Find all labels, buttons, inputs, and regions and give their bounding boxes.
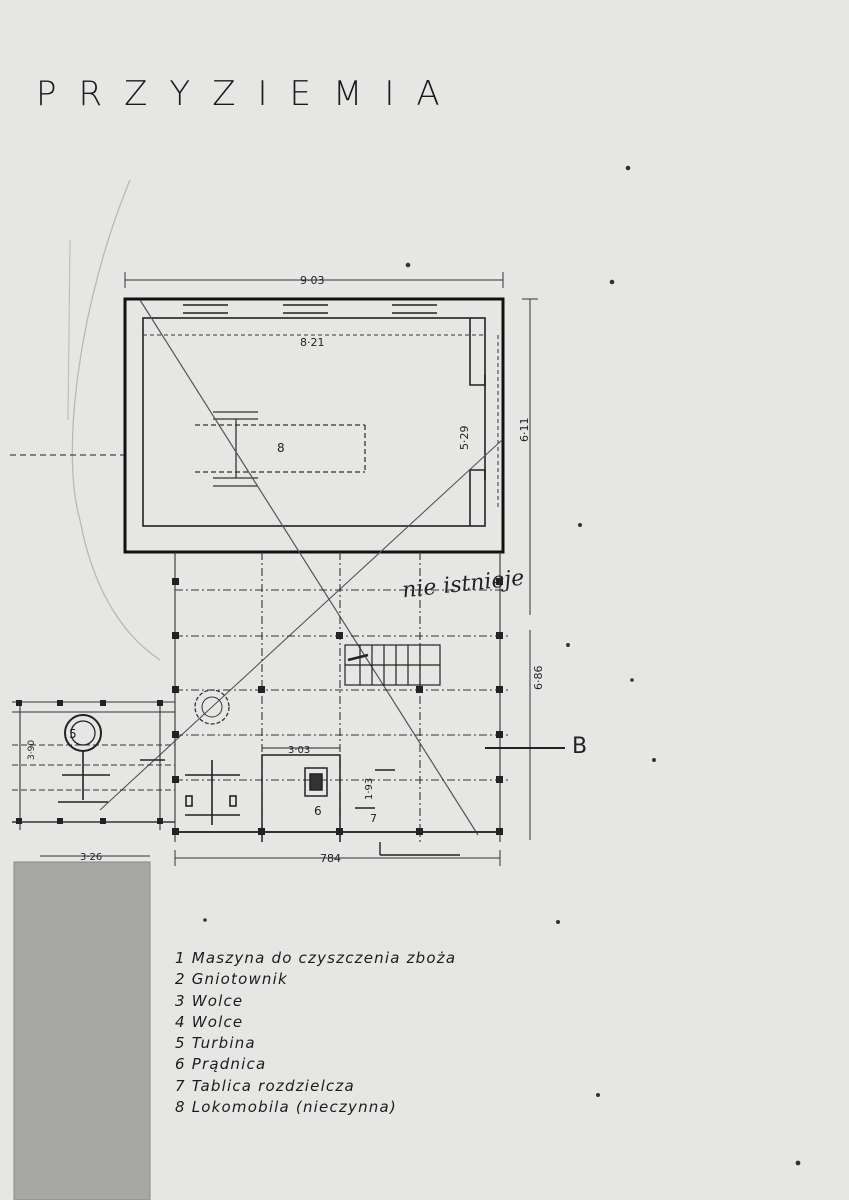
legend-item: 8 Lokomobila (nieczynna) xyxy=(175,1098,397,1117)
label-6: 6 xyxy=(314,804,322,818)
dim-top-inner: 8·21 xyxy=(300,336,325,349)
dark-patch xyxy=(14,862,150,1200)
right-wall-notch-top xyxy=(469,318,486,386)
label-8: 8 xyxy=(277,441,285,455)
label-5: 5 xyxy=(69,727,77,741)
diagonal-section-1 xyxy=(139,299,479,836)
legend-item: 6 Prądnica xyxy=(175,1055,267,1074)
dim-right xyxy=(497,298,538,840)
dim-right-outer: 6·11 xyxy=(518,418,531,443)
locomobile-outline xyxy=(195,411,366,487)
right-wall-notch-bottom xyxy=(469,469,486,526)
dim-room6-width: 3·03 xyxy=(288,745,310,756)
dim-room7-height: 1·93 xyxy=(364,778,375,800)
legend-item: 4 Wolce xyxy=(175,1012,244,1031)
legend: 1 Maszyna do czyszczenia zboża 2 Gniotow… xyxy=(175,948,456,1118)
machinery-lower-left xyxy=(185,760,240,825)
turbine-inner xyxy=(70,720,96,746)
section-marker-b: B xyxy=(572,734,588,759)
dim-bottom: 784 xyxy=(320,852,341,865)
faint-curve-left xyxy=(71,179,161,661)
dim-right-inner: 5·29 xyxy=(458,426,471,451)
room-7-marks xyxy=(355,769,460,856)
dim-top-outer: 9·03 xyxy=(300,274,325,287)
specks xyxy=(203,165,801,1166)
upper-room-wall-outer xyxy=(123,297,505,554)
turbine-columns xyxy=(16,700,163,824)
legend-item: 5 Turbina xyxy=(175,1034,256,1053)
turbine-shaft xyxy=(58,751,165,803)
turbine-house xyxy=(12,701,175,830)
top-windows xyxy=(183,304,437,314)
room-6 xyxy=(261,747,341,842)
generator-pulley xyxy=(194,689,230,725)
dim-bottom xyxy=(40,850,501,866)
staircase xyxy=(344,644,441,686)
dim-top xyxy=(124,272,504,336)
diagonal-section-2 xyxy=(99,439,503,811)
dim-left-height: 3·90 xyxy=(27,740,37,760)
legend-item: 2 Gniotownik xyxy=(175,970,288,989)
dim-left-width: 3·26 xyxy=(80,852,102,863)
faint-line-left xyxy=(67,239,71,421)
legend-item: 7 Tablica rozdzielcza xyxy=(175,1076,355,1095)
dim-right-lower: 6·86 xyxy=(532,666,545,691)
upper-room-wall-inner xyxy=(142,317,486,527)
label-7: 7 xyxy=(370,812,377,825)
legend-item: 1 Maszyna do czyszczenia zboża xyxy=(175,949,457,967)
drawing-title: PRZYZIEMIA xyxy=(36,74,462,114)
legend-item: 3 Wolce xyxy=(175,991,244,1010)
